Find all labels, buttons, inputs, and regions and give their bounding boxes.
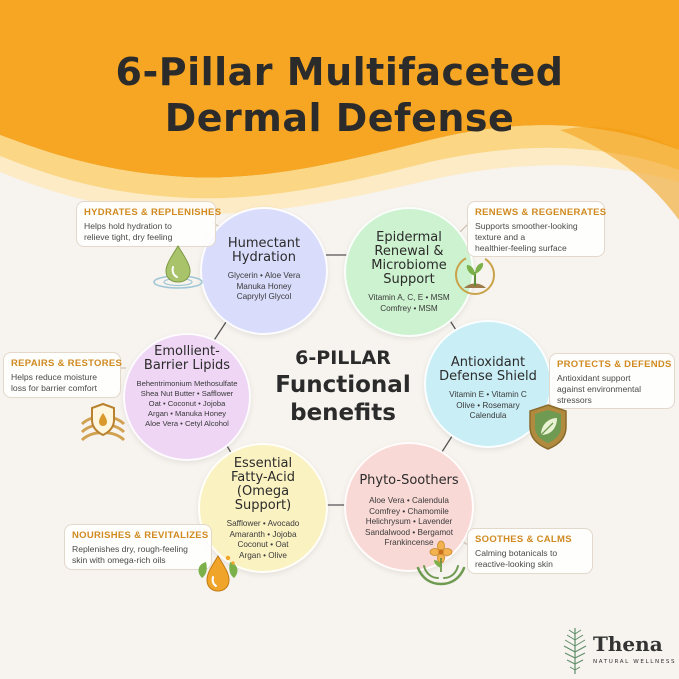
benefit-text: Calming botanicals to — [475, 548, 558, 558]
ingredient-line: Sandalwood • Bergamot — [365, 527, 453, 537]
pillar-essential-fatty-acid: Essential Fatty-Acid (Omega Support) Saf… — [198, 443, 328, 573]
ingredient-line: Helichrysum • Lavender — [365, 517, 453, 526]
ingredient-line: Manuka Honey — [236, 281, 292, 291]
benefit-text: Helps hold hydration to — [84, 221, 172, 231]
pillar-title-line: (Omega — [236, 484, 290, 499]
benefit-card-soothes: SOOTHES & CALMS Calming botanicals to re… — [467, 528, 593, 574]
center-label-line: Functional — [275, 372, 411, 398]
pillar-title-line: Microbiome — [371, 258, 447, 273]
ingredient-line: Oat • Coconut • Jojoba — [148, 399, 226, 408]
pillar-title-line: Defense Shield — [439, 369, 537, 384]
pillar-title-line: Renewal & — [374, 244, 444, 259]
benefit-heading: PROTECTS & DEFENDS — [557, 359, 672, 370]
benefit-heading: NOURISHES & REVITALIZES — [72, 530, 209, 541]
layered-barrier-icon — [80, 402, 126, 442]
fern-logo-icon — [563, 628, 587, 674]
benefit-text: Helps reduce moisture — [11, 372, 97, 382]
benefit-text: texture and a — [475, 232, 526, 242]
ingredient-line: Behentrimonium Methosulfate — [136, 379, 238, 388]
pillar-title-line: Emollient- — [154, 344, 220, 359]
flower-hands-icon — [416, 540, 466, 586]
ingredient-line: Calendula — [469, 411, 507, 420]
center-label-line: benefits — [290, 400, 396, 426]
pillar-title-line: Epidermal — [376, 230, 442, 245]
ingredient-line: Argan • Olive — [239, 550, 287, 560]
pillar-title-line: Support — [383, 272, 435, 287]
pillar-humectant-hydration: Humectant Hydration Glycerin • Aloe Vera… — [200, 207, 328, 335]
ingredient-line: Argan • Manuka Honey — [147, 409, 227, 418]
benefit-card-hydrates: HYDRATES & REPLENISHES Helps hold hydrat… — [76, 201, 222, 247]
ingredient-line: Comfrey • Chamomile — [369, 506, 449, 516]
pillar-title-line: Phyto-Soothers — [359, 473, 459, 488]
ingredient-line: Caprylyl Glycol — [236, 292, 292, 301]
sprout-icon — [455, 255, 495, 295]
center-label: 6-PILLAR Functional benefits — [268, 345, 418, 427]
benefit-text: Replenishes dry, rough-feeling — [72, 544, 188, 554]
pillar-title-line: Essential — [233, 456, 293, 471]
benefit-text: healthier-feeling surface — [475, 243, 567, 253]
benefit-text: stressors — [557, 395, 592, 405]
brand-logo: Thena NATURAL WELLNESS — [558, 626, 678, 676]
benefit-heading: RENEWS & REGENERATES — [475, 207, 607, 218]
pillar-title-line: Antioxidant — [450, 355, 526, 370]
benefit-text: loss for barrier comfort — [11, 383, 97, 393]
pillar-title-line: Support) — [234, 498, 292, 513]
benefit-text: reactive-looking skin — [475, 559, 553, 569]
ingredient-line: Coconut • Oat — [237, 540, 289, 549]
ingredient-line: Vitamin A, C, E • MSM — [368, 293, 450, 302]
oil-drop-leaf-icon — [198, 555, 238, 592]
water-drop-icon — [153, 245, 203, 289]
pillar-title-line: Fatty-Acid — [231, 470, 295, 485]
ingredient-line: Aloe Vera • Cetyl Alcohol — [145, 419, 229, 428]
benefit-text: against environmental — [557, 384, 642, 394]
headline-line-2: Dermal Defense — [164, 96, 515, 140]
ingredient-line: Vitamin E • Vitamin C — [449, 390, 527, 399]
brand-tagline: NATURAL WELLNESS — [593, 659, 677, 665]
pillar-emollient-barrier-lipids: Emollient- Barrier Lipids Behentrimonium… — [123, 333, 251, 461]
benefit-heading: REPAIRS & RESTORES — [11, 358, 123, 369]
benefit-text: Supports smoother-looking — [475, 221, 578, 231]
benefit-heading: SOOTHES & CALMS — [475, 534, 572, 545]
benefit-card-renews: RENEWS & REGENERATES Supports smoother-l… — [467, 201, 607, 257]
benefit-text: relieve tight, dry feeling — [84, 232, 173, 242]
benefit-card-protects: PROTECTS & DEFENDS Antioxidant support a… — [549, 353, 675, 409]
benefit-text: Antioxidant support — [557, 373, 631, 383]
ingredient-line: Frankincense — [384, 538, 434, 547]
ingredient-line: Olive • Rosemary — [456, 400, 520, 410]
ingredient-line: Amaranth • Jojoba — [229, 529, 297, 539]
ingredient-line: Shea Nut Butter • Safflower — [140, 389, 234, 398]
brand-name: Thena — [593, 632, 663, 656]
benefit-heading: HYDRATES & REPLENISHES — [84, 207, 222, 218]
center-label-line: 6-PILLAR — [295, 347, 391, 369]
pillar-title-line: Humectant — [227, 236, 301, 251]
benefit-card-nourishes: NOURISHES & REVITALIZES Replenishes dry,… — [64, 524, 212, 570]
pillar-phyto-soothers: Phyto-Soothers Aloe Vera • Calendula Com… — [344, 442, 474, 572]
headline-line-1: 6-Pillar Multifaceted — [115, 50, 564, 94]
leaf-shield-icon — [529, 404, 567, 450]
ingredient-line: Glycerin • Aloe Vera — [227, 271, 301, 280]
pillar-title-line: Hydration — [232, 250, 296, 265]
ingredient-line: Comfrey • MSM — [380, 303, 438, 313]
benefit-card-repairs: REPAIRS & RESTORES Helps reduce moisture… — [3, 352, 123, 398]
ingredient-line: Safflower • Avocado — [226, 519, 300, 528]
ingredient-line: Aloe Vera • Calendula — [369, 496, 449, 505]
benefit-text: skin with omega-rich oils — [72, 555, 166, 565]
pillar-title-line: Barrier Lipids — [143, 358, 231, 373]
